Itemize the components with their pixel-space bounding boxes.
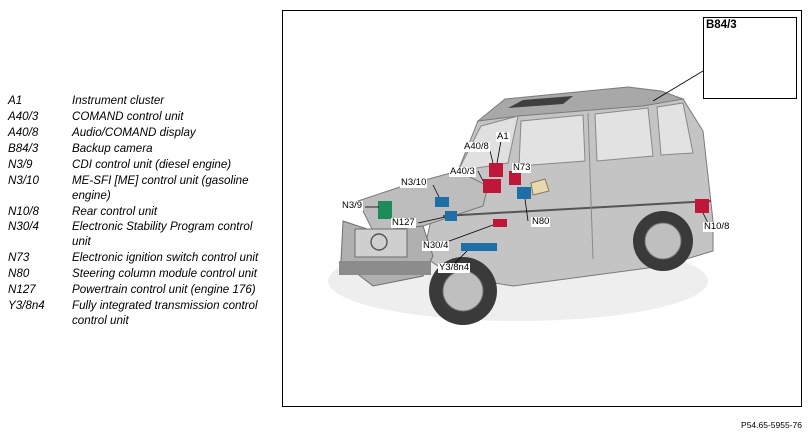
component-n30-4	[493, 219, 507, 227]
legend-description: CDI control unit (diesel engine)	[72, 157, 232, 171]
rear-door-window	[594, 107, 654, 162]
legend-row: B84/3 Backup camera	[8, 142, 270, 157]
legend-row: N80 Steering column module control unit	[8, 267, 270, 282]
callout-n3-9: N3/9	[341, 200, 364, 211]
component-n80	[517, 187, 531, 199]
legend-row: N30/4 Electronic Stability Program contro…	[8, 220, 270, 249]
callout-a40-3: A40/3	[449, 166, 476, 177]
legend-description: Electronic ignition switch control unit	[72, 251, 259, 265]
vehicle-roof	[476, 86, 685, 122]
legend-description: Rear control unit	[72, 204, 158, 218]
door-seam	[587, 112, 594, 260]
callout-n10-8: N10/8	[703, 221, 731, 232]
component-n10-8	[695, 199, 709, 213]
legend-row: N10/8 Rear control unit	[8, 205, 270, 220]
legend-code: A40/3	[8, 109, 39, 123]
legend-description: ME-SFI [ME] control unit (gasoline engin…	[72, 173, 249, 202]
front-door-window	[518, 114, 586, 167]
grille	[354, 228, 408, 258]
side-trim	[442, 200, 712, 217]
legend-row: A1 Instrument cluster	[8, 94, 270, 109]
legend-row: A40/3 COMAND control unit	[8, 110, 270, 125]
vehicle-diagram: A1 A40/8 A40/3 N73 N3/10 N3/9 N127 N80 N…	[282, 10, 802, 407]
callout-a1: A1	[496, 131, 510, 142]
legend-row: N3/9 CDI control unit (diesel engine)	[8, 158, 270, 173]
legend-code: N3/9	[8, 157, 33, 171]
rear-side-window	[656, 102, 694, 156]
inset-title: B84/3	[706, 19, 737, 31]
component-n73	[509, 171, 521, 185]
legend-description: Electronic Stability Program control uni…	[72, 220, 253, 249]
legend-code: N10/8	[8, 204, 39, 218]
legend-code: N30/4	[8, 220, 39, 234]
legend-description: Instrument cluster	[72, 94, 165, 107]
callout-n30-4: N30/4	[422, 240, 450, 251]
sunroof	[508, 96, 573, 108]
side-mirror	[530, 178, 550, 196]
figure-reference: P54.65-5955-76	[741, 420, 802, 430]
component-a40-8	[489, 163, 503, 177]
legend-code: N3/10	[8, 173, 39, 187]
front-bumper	[339, 261, 431, 275]
legend-code: A40/8	[8, 125, 39, 139]
legend-code: A1	[8, 94, 23, 107]
legend-description: COMAND control unit	[72, 109, 184, 123]
legend-row: Y3/8n4 Fully integrated transmission cont…	[8, 299, 270, 328]
callout-n80: N80	[531, 216, 551, 227]
vehicle-illustration	[328, 39, 794, 325]
legend-code: N80	[8, 267, 30, 281]
grille-emblem	[370, 233, 388, 251]
legend-description: Backup camera	[72, 141, 153, 155]
legend-code: B84/3	[8, 141, 39, 155]
callout-y3-8n4: Y3/8n4	[438, 262, 471, 273]
component-n127	[445, 211, 457, 221]
legend-row: N127 Powertrain control unit (engine 176)	[8, 283, 270, 298]
callout-n3-10: N3/10	[400, 177, 428, 188]
front-rim	[442, 270, 484, 312]
callout-n127: N127	[391, 217, 416, 228]
legend-code: N127	[8, 283, 36, 297]
legend-description: Fully integrated transmission control co…	[72, 299, 258, 327]
callout-a40-8: A40/8	[463, 141, 490, 152]
legend-row: A40/8 Audio/COMAND display	[8, 126, 270, 141]
component-y3-8n4	[461, 243, 497, 251]
component-n3-9	[378, 201, 392, 219]
legend-description: Audio/COMAND display	[72, 125, 196, 139]
legend-code: N73	[8, 251, 30, 265]
component-n3-10	[435, 197, 449, 207]
inset-backup-camera: B84/3	[703, 17, 797, 99]
callout-n73: N73	[512, 162, 532, 173]
rear-rim	[644, 222, 682, 260]
legend-row: N3/10 ME-SFI [ME] control unit (gasoline …	[8, 174, 270, 203]
legend-description: Powertrain control unit (engine 176)	[72, 283, 256, 297]
legend-description: Steering column module control unit	[72, 267, 257, 281]
legend-row: N73 Electronic ignition switch control un…	[8, 251, 270, 266]
legend-code: Y3/8n4	[8, 299, 45, 313]
component-a40-3	[483, 179, 501, 193]
